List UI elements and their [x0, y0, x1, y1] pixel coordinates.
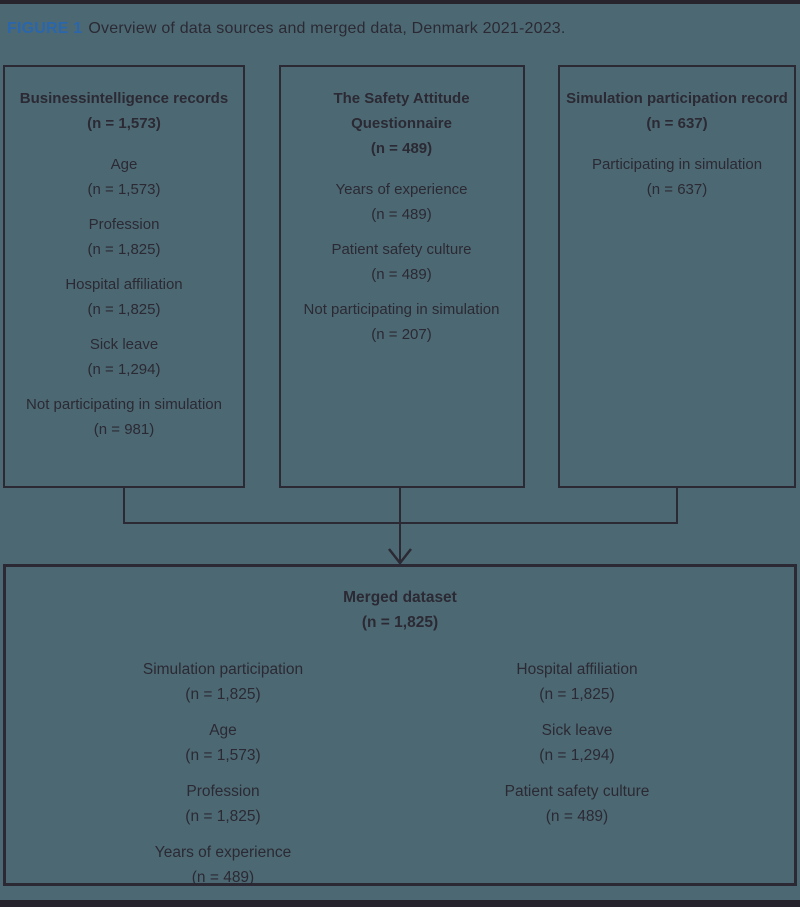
box-title-text: Simulation participation record [566, 90, 788, 107]
box-n: (n = 637) [646, 115, 708, 132]
box-item: Not participating in simulation (n = 207… [287, 297, 517, 347]
item-label: Patient safety culture [331, 241, 472, 258]
item-label: Age [209, 722, 237, 739]
box-title-text: Businessintelligence records [19, 90, 229, 107]
box-title-text: The Safety Attitude Questionnaire [333, 90, 470, 132]
figure-caption-label: FIGURE 1 [7, 20, 83, 37]
merged-item: Sick leave (n = 1,294) [539, 718, 614, 768]
figure-caption: FIGURE 1 Overview of data sources and mer… [7, 20, 566, 38]
item-n: (n = 1,825) [539, 686, 615, 703]
item-n: (n = 489) [191, 869, 255, 886]
box-item: Years of experience (n = 489) [287, 177, 517, 227]
box-n: (n = 489) [370, 140, 433, 157]
item-label: Years of experience [335, 181, 468, 198]
item-label: Not participating in simulation [303, 301, 500, 318]
item-label: Years of experience [154, 844, 292, 861]
item-n: (n = 207) [371, 326, 432, 343]
item-label: Profession [186, 783, 260, 800]
item-label: Sick leave [541, 722, 613, 739]
merged-right-column: Hospital affiliation (n = 1,825) Sick le… [400, 657, 754, 890]
item-n: (n = 637) [646, 181, 708, 198]
figure-caption-text: Overview of data sources and merged data… [88, 20, 566, 37]
item-n: (n = 981) [93, 421, 155, 438]
merged-item: Simulation participation (n = 1,825) [143, 657, 303, 707]
item-n: (n = 489) [371, 206, 432, 223]
bottom-border-bar [0, 900, 800, 907]
merged-title-text: Merged dataset [343, 589, 457, 606]
top-border-bar [0, 0, 800, 4]
box-item: Profession (n = 1,825) [11, 212, 237, 262]
item-label: Hospital affiliation [516, 661, 638, 678]
item-n: (n = 1,573) [185, 747, 261, 764]
box-item: Age (n = 1,573) [11, 152, 237, 202]
source-boxes-row: Businessintelligence records (n = 1,573)… [3, 65, 796, 488]
box-item: Hospital affiliation (n = 1,825) [11, 272, 237, 322]
merged-box-n: (n = 1,825) [361, 614, 439, 631]
source-box-simulation-participation: Simulation participation record (n = 637… [558, 65, 796, 488]
box-item: Patient safety culture (n = 489) [287, 237, 517, 287]
item-n: (n = 1,825) [185, 808, 261, 825]
item-label: Participating in simulation [591, 156, 763, 173]
merged-columns: Simulation participation (n = 1,825) Age… [6, 657, 794, 890]
merged-dataset-box: Merged dataset (n = 1,825) Simulation pa… [3, 564, 797, 886]
merged-item: Profession (n = 1,825) [185, 779, 260, 829]
item-label: Simulation participation [142, 661, 304, 678]
item-n: (n = 489) [371, 266, 432, 283]
item-label: Not participating in simulation [26, 396, 222, 413]
item-label: Hospital affiliation [65, 276, 183, 293]
item-n: (n = 1,573) [87, 181, 161, 198]
box-n: (n = 1,573) [87, 115, 161, 132]
merged-item: Hospital affiliation (n = 1,825) [516, 657, 637, 707]
item-label: Profession [88, 216, 160, 233]
item-n: (n = 1,825) [87, 241, 161, 258]
item-n: (n = 1,294) [87, 361, 161, 378]
item-n: (n = 1,825) [87, 301, 161, 318]
merged-left-column: Simulation participation (n = 1,825) Age… [46, 657, 400, 890]
box-title: The Safety Attitude Questionnaire (n = 4… [287, 86, 517, 161]
item-label: Age [110, 156, 138, 173]
merged-box-title: Merged dataset (n = 1,825) [6, 585, 794, 635]
box-title: Simulation participation record (n = 637… [566, 86, 788, 136]
item-label: Sick leave [89, 336, 159, 353]
item-label: Patient safety culture [504, 783, 650, 800]
item-n: (n = 489) [545, 808, 609, 825]
box-item: Not participating in simulation (n = 981… [11, 392, 237, 442]
source-box-businessintelligence: Businessintelligence records (n = 1,573)… [3, 65, 245, 488]
merged-item: Age (n = 1,573) [185, 718, 260, 768]
merge-connector-lines [123, 488, 678, 566]
arrow-down-icon [388, 548, 412, 566]
box-item: Sick leave (n = 1,294) [11, 332, 237, 382]
box-title: Businessintelligence records (n = 1,573) [11, 86, 237, 136]
source-box-safety-attitude-questionnaire: The Safety Attitude Questionnaire (n = 4… [278, 65, 525, 488]
box-item: Participating in simulation (n = 637) [566, 152, 788, 202]
merged-item: Years of experience (n = 489) [155, 840, 291, 890]
item-n: (n = 1,825) [185, 686, 261, 703]
merged-item: Patient safety culture (n = 489) [505, 779, 650, 829]
item-n: (n = 1,294) [539, 747, 615, 764]
